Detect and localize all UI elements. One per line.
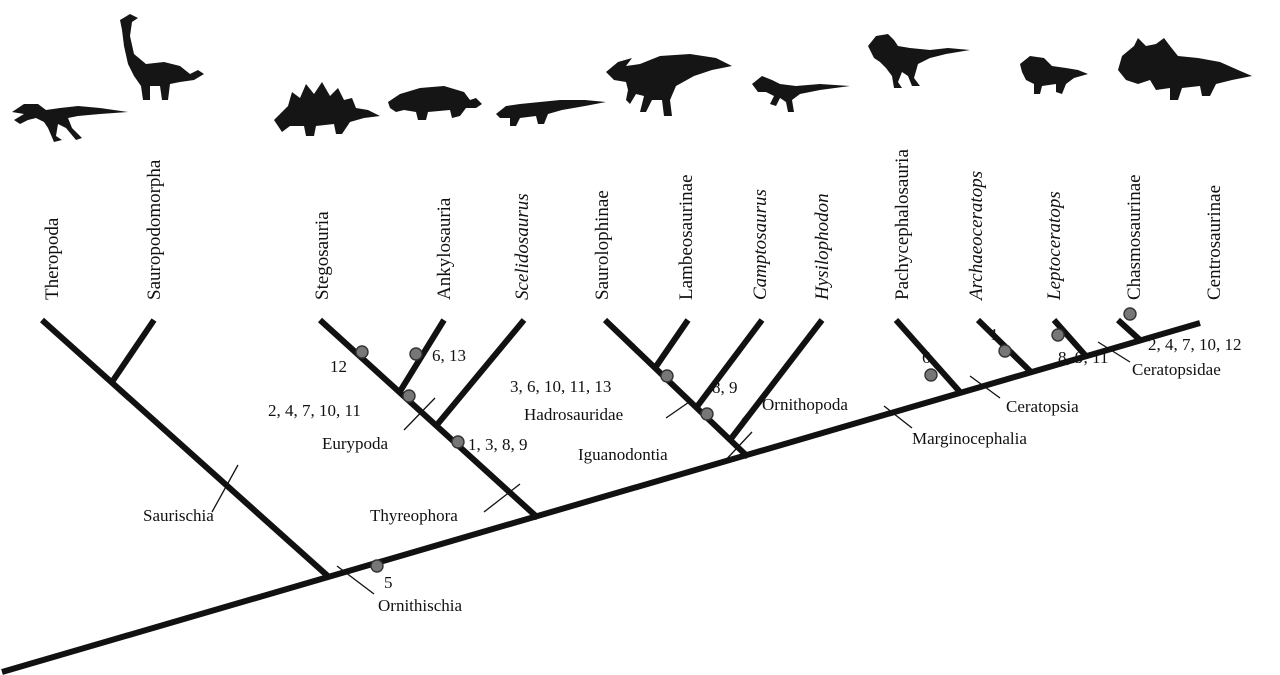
character-dot bbox=[356, 346, 368, 358]
character-label: 6 bbox=[922, 348, 931, 367]
clade-label-eurypoda: Eurypoda bbox=[322, 434, 389, 453]
protoceratopsian-silhouette bbox=[1020, 56, 1088, 94]
taxon-label-leptoceratops: Leptoceratops bbox=[1044, 191, 1065, 301]
clade-labels: Saurischia Ornithischia Thyreophora Eury… bbox=[143, 360, 1221, 615]
character-dot bbox=[371, 560, 383, 572]
taxon-label-stegosauria: Stegosauria bbox=[312, 211, 333, 300]
taxon-label-chasmosaurinae: Chasmosaurinae bbox=[1124, 174, 1145, 300]
clade-label-saurischia: Saurischia bbox=[143, 506, 214, 525]
branch-hysilophodon bbox=[730, 320, 822, 440]
character-dot bbox=[452, 436, 464, 448]
character-dot bbox=[1052, 329, 1064, 341]
pachycephalosaur-silhouette bbox=[868, 34, 970, 88]
taxon-label-ankylosauria: Ankylosauria bbox=[434, 197, 455, 300]
clade-label-thyreophora: Thyreophora bbox=[370, 506, 458, 525]
character-dot bbox=[661, 370, 673, 382]
character-dot bbox=[701, 408, 713, 420]
theropod-silhouette bbox=[12, 104, 128, 142]
character-dot bbox=[925, 369, 937, 381]
character-label: 6, 13 bbox=[432, 346, 466, 365]
root-stem bbox=[2, 323, 1200, 672]
clade-label-iguanodontia: Iguanodontia bbox=[578, 445, 668, 464]
branch-theropoda bbox=[42, 320, 330, 578]
taxon-label-scelidosaurus: Scelidosaurus bbox=[512, 193, 533, 300]
triceratops-silhouette bbox=[1118, 38, 1252, 100]
clade-label-marginocephalia: Marginocephalia bbox=[912, 429, 1027, 448]
taxon-label-pachycephalosauria: Pachycephalosauria bbox=[892, 149, 913, 300]
character-label: 12 bbox=[330, 357, 347, 376]
taxon-label-archaeoceratops: Archaeoceratops bbox=[966, 171, 987, 302]
clade-label-ornithischia: Ornithischia bbox=[378, 596, 462, 615]
character-label: 8, 9 bbox=[712, 378, 738, 397]
tree-branches bbox=[2, 320, 1200, 672]
sauropod-silhouette bbox=[120, 14, 204, 100]
taxon-label-sauropodomorpha: Sauropodomorpha bbox=[144, 159, 165, 300]
character-label: 2, 4, 7, 10, 12 bbox=[1148, 335, 1242, 354]
hypsilophodont-silhouette bbox=[752, 76, 850, 112]
character-dot bbox=[999, 345, 1011, 357]
branch-sauropodomorpha bbox=[112, 320, 154, 382]
clade-label-hadrosauridae: Hadrosauridae bbox=[524, 405, 623, 424]
character-label: 2, 4, 7, 10, 11 bbox=[268, 401, 361, 420]
taxon-label-saurolophinae: Saurolophinae bbox=[592, 190, 613, 300]
branch-scelidosaurus bbox=[436, 320, 524, 426]
character-label: 8, 9, 11 bbox=[1058, 348, 1108, 367]
branch-lambeosaurinae bbox=[655, 320, 688, 368]
taxon-label-centrosaurinae: Centrosaurinae bbox=[1204, 185, 1225, 300]
branch-chasmosaurinae bbox=[1118, 320, 1140, 340]
character-label: 5 bbox=[384, 573, 393, 592]
clade-label-ceratopsia: Ceratopsia bbox=[1006, 397, 1079, 416]
character-dot bbox=[410, 348, 422, 360]
scelidosaurus-silhouette bbox=[496, 100, 606, 126]
clade-label-ornithopoda: Ornithopoda bbox=[762, 395, 848, 414]
character-label: 1 bbox=[990, 325, 999, 344]
tick-hadrosauridae bbox=[666, 400, 692, 418]
taxon-label-hysilophodon: Hysilophodon bbox=[812, 193, 833, 301]
taxon-label-theropoda: Theropoda bbox=[42, 217, 63, 300]
character-label: 3, 6, 10, 11, 13 bbox=[510, 377, 611, 396]
taxon-label-lambeosaurinae: Lambeosaurinae bbox=[676, 174, 697, 300]
character-dot bbox=[1124, 308, 1136, 320]
tip-labels: Theropoda Sauropodomorpha Stegosauria An… bbox=[42, 149, 1225, 302]
character-label: 1, 3, 8, 9 bbox=[468, 435, 528, 454]
character-dot bbox=[403, 390, 415, 402]
clade-label-ceratopsidae: Ceratopsidae bbox=[1132, 360, 1221, 379]
ankylosaur-silhouette bbox=[388, 86, 482, 120]
taxon-label-camptosaurus: Camptosaurus bbox=[750, 189, 771, 300]
parasaurolophus-silhouette bbox=[606, 54, 732, 116]
stegosaur-silhouette bbox=[274, 82, 380, 136]
